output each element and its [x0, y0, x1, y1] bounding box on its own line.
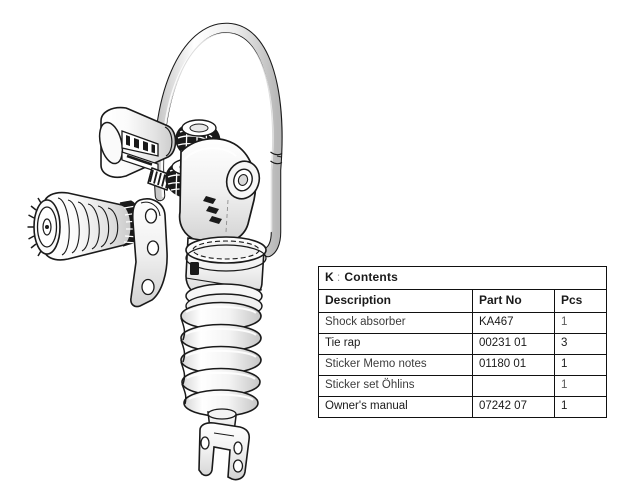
reservoir-label: [121, 130, 159, 173]
reservoir-end-cap: [27, 197, 61, 257]
shock-absorber-line-art: [27, 22, 283, 481]
cell-part-no: [472, 375, 555, 397]
table-row: Tie rap 00231 01 3: [318, 333, 607, 355]
cell-pcs: 1: [554, 396, 607, 418]
table-title-row: K:Contents: [318, 266, 607, 290]
cell-description: Owner's manual: [318, 396, 473, 418]
column-header-description: Description: [318, 289, 473, 313]
table-header-row: Description Part No Pcs: [318, 289, 607, 313]
table-title-separator: :: [336, 270, 341, 284]
hose-clamp-upper: [147, 167, 172, 191]
upper-pivot-eye: [225, 160, 261, 200]
cell-description: Sticker Memo notes: [318, 354, 473, 376]
table-row: Sticker Memo notes 01180 01 1: [318, 354, 607, 376]
remote-reservoir-canister: [98, 106, 177, 179]
cell-pcs: 1: [554, 375, 607, 397]
contents-table: K:Contents Description Part No Pcs Shock…: [318, 266, 607, 418]
table-row: Owner's manual 07242 07 1: [318, 396, 607, 418]
table-row: Shock absorber KA467 1: [318, 312, 607, 334]
coil-spring: [180, 301, 262, 421]
shock-absorber-illustration: [27, 22, 283, 481]
column-header-part-no: Part No: [472, 289, 555, 313]
cell-part-no: 01180 01: [472, 354, 555, 376]
cell-description: Shock absorber: [318, 312, 473, 334]
table-row: Sticker set Öhlins 1: [318, 375, 607, 397]
cooling-fins: [57, 197, 119, 256]
contents-table-container: K:Contents Description Part No Pcs Shock…: [318, 266, 607, 418]
hydraulic-hose: [153, 22, 283, 258]
lower-clevis-mount: [198, 408, 251, 481]
housing-engraving: [203, 196, 222, 224]
cell-pcs: 1: [554, 312, 607, 334]
reservoir-mount-bracket: [130, 198, 168, 308]
cell-part-no: 07242 07: [472, 396, 555, 418]
finned-reservoir-adjuster: [27, 191, 142, 261]
cell-part-no: KA467: [472, 312, 555, 334]
preload-collar: [185, 236, 267, 272]
cell-pcs: 3: [554, 333, 607, 355]
cell-part-no: 00231 01: [472, 333, 555, 355]
cell-pcs: 1: [554, 354, 607, 376]
table-title-cell: K:Contents: [318, 266, 607, 290]
cell-description: Tie rap: [318, 333, 473, 355]
cell-description: Sticker set Öhlins: [318, 375, 473, 397]
table-title-prefix: K: [325, 270, 334, 284]
column-header-pcs: Pcs: [554, 289, 607, 313]
table-title-text: Contents: [344, 270, 399, 284]
shock-upper-housing: [178, 137, 261, 246]
